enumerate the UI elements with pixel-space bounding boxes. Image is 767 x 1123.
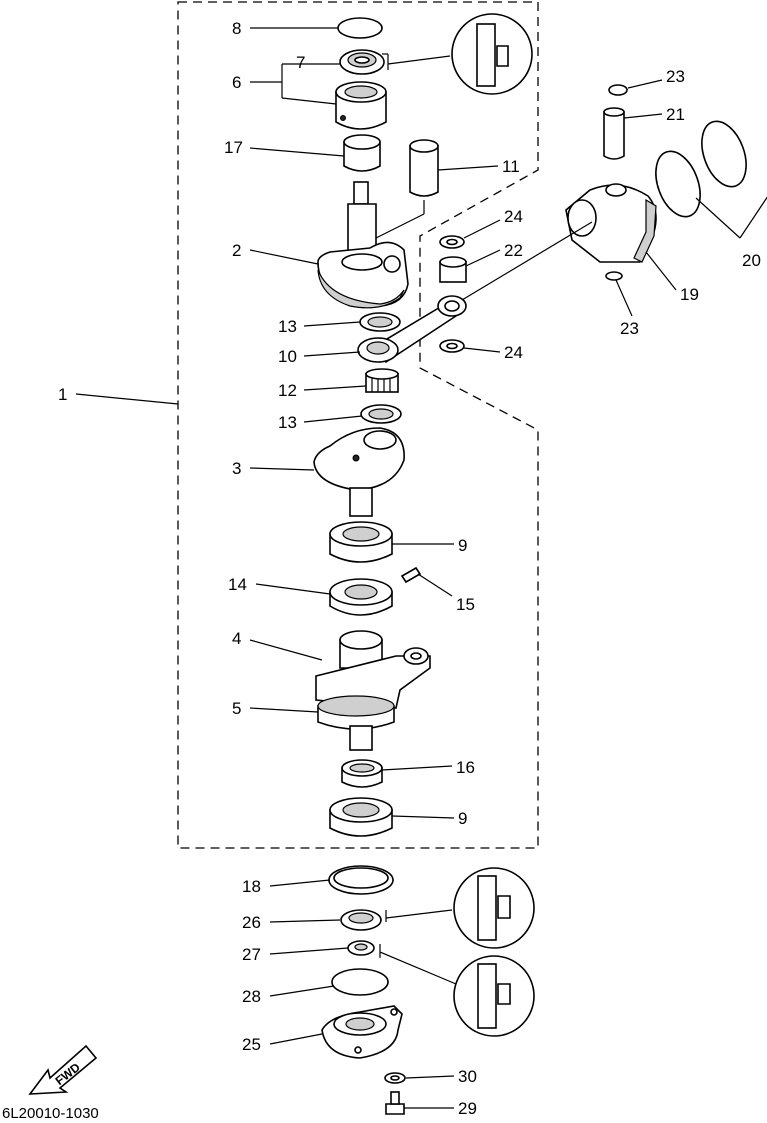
callout-18: 18 (242, 877, 261, 896)
seal-detail-callout-top (382, 13, 533, 95)
part-14-gear (329, 578, 393, 616)
part-13-upper-washer (359, 312, 401, 332)
callout-9-upper: 9 (458, 536, 467, 555)
part-24-lower-washer (439, 339, 465, 353)
callout-24-lower: 24 (504, 343, 523, 362)
part-24-upper-washer (439, 235, 465, 249)
callout-28: 28 (242, 987, 261, 1006)
callout-29: 29 (458, 1099, 477, 1118)
callout-4: 4 (232, 629, 241, 648)
part-6-bearing-housing (335, 81, 387, 130)
part-3-crank-web (313, 427, 405, 517)
part-27-oil-seal (347, 940, 375, 956)
callout-labels: 1 2 3 4 5 6 7 8 9 9 10 11 12 13 13 14 15… (58, 19, 761, 1118)
callout-30: 30 (458, 1067, 477, 1086)
part-9-upper-ball-bearing (329, 521, 393, 563)
part-23-lower-clip (605, 271, 623, 281)
callout-26: 26 (242, 913, 261, 932)
part-21-piston-pin (603, 107, 625, 160)
callout-21: 21 (666, 105, 685, 124)
part-23-upper-clip (608, 84, 628, 96)
part-17-bushing (343, 134, 381, 172)
part-25-lower-housing (321, 1005, 403, 1059)
part-19-piston (565, 183, 657, 263)
drawing-code: 6L20010-1030 (2, 1105, 99, 1122)
callout-8: 8 (232, 19, 241, 38)
callout-10: 10 (278, 347, 297, 366)
part-5-crank-gear (317, 695, 395, 751)
leader-lines (75, 27, 767, 1109)
part-16-sleeve (341, 759, 383, 788)
part-8-oring (337, 17, 383, 39)
callout-14: 14 (228, 575, 247, 594)
part-29-bolt (385, 1091, 405, 1115)
callout-11: 11 (502, 157, 520, 176)
part-10-connecting-rod (357, 295, 467, 364)
seal-detail-callout-mid (385, 867, 535, 949)
callout-2: 2 (232, 241, 241, 260)
callout-19: 19 (680, 285, 699, 304)
callout-22: 22 (504, 241, 523, 260)
callout-9-lower: 9 (458, 809, 467, 828)
callout-5: 5 (232, 699, 241, 718)
callout-1: 1 (58, 385, 67, 404)
part-7-oil-seal (339, 49, 385, 75)
callout-13-lower: 13 (278, 413, 297, 432)
part-28-gasket (331, 968, 389, 996)
part-13-lower-washer (360, 404, 402, 424)
assembly-boundary-dashed (177, 1, 539, 849)
callout-15: 15 (456, 595, 475, 614)
callout-7: 7 (296, 53, 305, 72)
part-22-needle-bearing (439, 256, 467, 283)
callout-6: 6 (232, 73, 241, 92)
callout-24-upper: 24 (504, 207, 523, 226)
part-12-needle-bearing (365, 368, 399, 393)
part-15-dowel-pin (400, 566, 422, 584)
callout-27: 27 (242, 945, 261, 964)
part-2-upper-crankshaft (317, 181, 409, 309)
callout-23-lower: 23 (620, 319, 639, 338)
callout-20: 20 (742, 251, 761, 270)
part-9-lower-ball-bearing (329, 797, 393, 837)
part-11-pin (409, 139, 439, 197)
callout-13-upper: 13 (278, 317, 297, 336)
callout-17: 17 (224, 138, 243, 157)
callout-25: 25 (242, 1035, 261, 1054)
part-26-oil-seal (340, 909, 382, 931)
callout-16: 16 (456, 758, 475, 777)
callout-3: 3 (232, 459, 241, 478)
callout-23-upper: 23 (666, 67, 685, 86)
part-18-oring (328, 865, 394, 895)
seal-detail-callout-low (379, 944, 535, 1037)
part-20-piston-rings (655, 120, 747, 218)
callout-12: 12 (278, 381, 297, 400)
fwd-arrow-icon: FWD (28, 1044, 98, 1095)
part-4-lower-crankshaft (315, 630, 431, 709)
part-30-washer (384, 1072, 406, 1084)
